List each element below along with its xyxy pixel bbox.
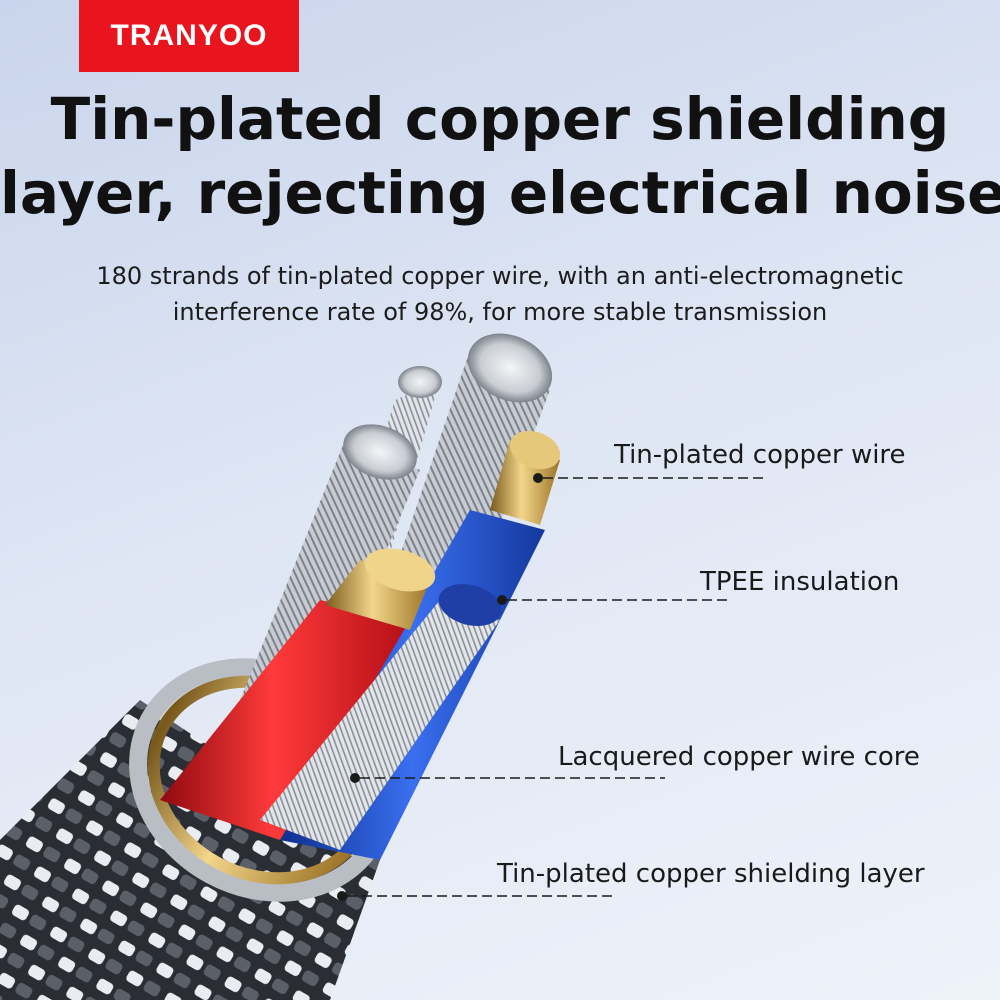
callout-lacquered-copper-wire-core: Lacquered copper wire core [558, 742, 920, 772]
brand-logo-text: TRANYOO [110, 19, 268, 52]
callout-tin-plated-copper-shielding-layer: Tin-plated copper shielding layer [497, 859, 925, 889]
page-title: Tin-plated copper shielding layer, rejec… [0, 82, 1000, 230]
callout-leaders [337, 473, 765, 901]
page-subtitle-line-2: interference rate of 98%, for more stabl… [172, 298, 828, 326]
page-subtitle: 180 strands of tin-plated copper wire, w… [0, 258, 1000, 330]
strand-bundle-front [260, 583, 502, 850]
brand-logo: TRANYOO [79, 0, 299, 72]
page-title-line-1: Tin-plated copper shielding [50, 85, 950, 153]
callout-tin-plated-copper-wire: Tin-plated copper wire [614, 440, 906, 470]
page-title-line-2: layer, rejecting electrical noise [0, 159, 1000, 227]
callout-tpee-insulation: TPEE insulation [700, 567, 900, 597]
page-subtitle-line-1: 180 strands of tin-plated copper wire, w… [96, 262, 904, 290]
red-core [160, 548, 436, 840]
